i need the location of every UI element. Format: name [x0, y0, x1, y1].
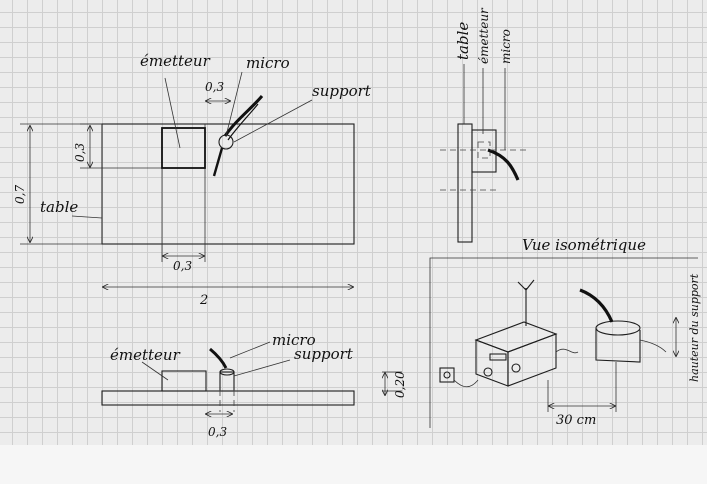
front-micro — [209, 347, 228, 369]
iso-socket-hole — [443, 371, 451, 379]
iso-frame — [429, 257, 698, 428]
leader-front-support — [233, 359, 291, 377]
leader-micro — [225, 71, 243, 137]
iso-height-label: hauteur du support — [688, 273, 701, 382]
iso-cable-power — [453, 379, 479, 388]
iso-cup-top — [595, 320, 641, 336]
side-emitter — [471, 129, 497, 173]
side-label-table: table — [454, 22, 472, 60]
micro-cable — [212, 147, 224, 177]
emitter-box — [161, 127, 206, 169]
front-view: émetteur micro support 0,20 0,3 — [101, 331, 407, 439]
front-label-micro: micro — [272, 331, 316, 349]
dim-emitter-x-value: 0,3 — [173, 259, 192, 273]
front-label-support: support — [294, 345, 354, 363]
leader-support — [233, 99, 313, 143]
dim-gap-value: 0,3 — [205, 80, 224, 94]
side-label-emitter: émetteur — [477, 7, 491, 64]
iso-box-top — [474, 321, 558, 353]
iso-box-front — [475, 339, 509, 387]
leader-emitter — [164, 77, 181, 149]
iso-knob-2 — [511, 363, 521, 373]
dim-front-gap-value: 0,3 — [208, 425, 227, 439]
iso-box-side — [507, 333, 557, 387]
iso-knob-1 — [483, 367, 493, 377]
label-support: support — [312, 82, 372, 100]
label-table: table — [40, 198, 78, 216]
front-label-emitter: émetteur — [110, 346, 181, 364]
label-micro: micro — [246, 54, 290, 72]
support-circle — [218, 134, 234, 150]
iso-micro — [579, 288, 614, 323]
front-support — [219, 371, 235, 392]
micro-stem-outline — [227, 103, 259, 141]
dim-depth-value: 0,7 — [13, 185, 27, 204]
table-outline — [101, 123, 355, 245]
isometric-view: Vue isométrique 30 cm hauteur du support — [429, 236, 701, 428]
leader-front-emitter — [141, 361, 169, 381]
side-table — [457, 123, 473, 243]
iso-cable-right — [639, 339, 667, 353]
page-footer — [0, 445, 707, 484]
iso-title: Vue isométrique — [522, 236, 646, 254]
dim-front-height-value: 0,20 — [393, 371, 407, 398]
leader-front-micro — [229, 341, 271, 359]
iso-cup — [595, 328, 641, 363]
dim-emitter-height-value: 0,3 — [73, 143, 87, 162]
front-support-top — [219, 368, 235, 376]
label-emitter: émetteur — [140, 52, 211, 70]
micro-stem — [223, 95, 264, 137]
side-label-micro: micro — [499, 29, 513, 64]
iso-antenna — [517, 279, 535, 326]
front-emitter — [161, 370, 207, 392]
front-table — [101, 390, 355, 406]
iso-box-display — [489, 353, 507, 361]
top-view: émetteur micro support table 0,3 0,3 0,7… — [13, 52, 372, 308]
side-view: table émetteur micro — [440, 7, 530, 243]
side-micro — [487, 148, 520, 181]
leader-table — [71, 215, 103, 219]
iso-cable-micro — [555, 348, 579, 354]
iso-socket — [439, 367, 455, 383]
iso-distance-value: 30 cm — [556, 413, 596, 428]
dim-length-value: 2 — [199, 293, 208, 308]
